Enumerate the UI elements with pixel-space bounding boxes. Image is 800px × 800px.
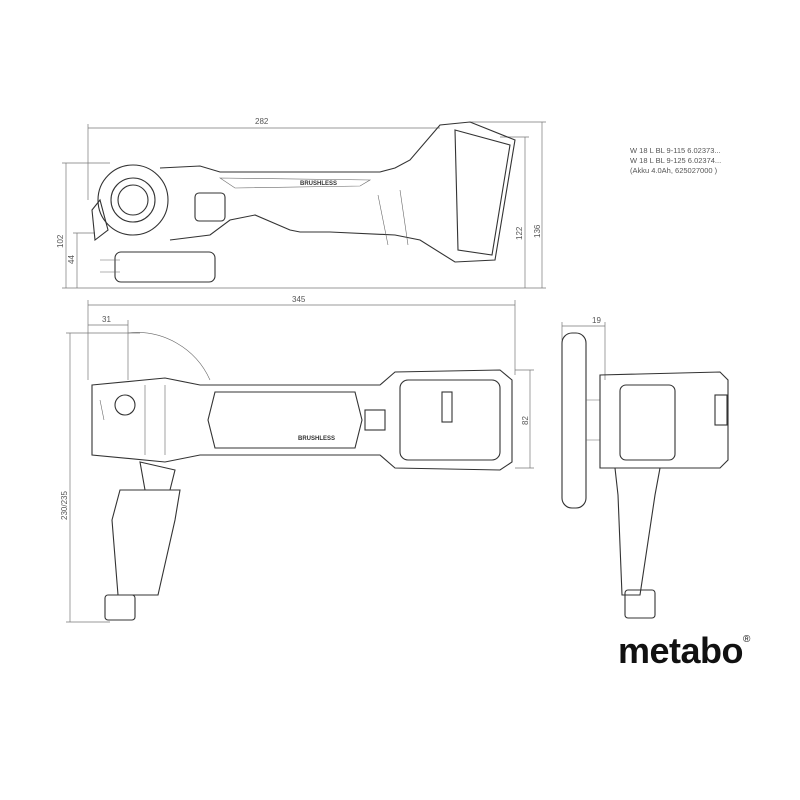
dim-102: 102: [56, 234, 65, 248]
dim-31: 31: [102, 315, 111, 324]
metabo-logo: metabo®: [618, 630, 750, 672]
front-view-grinder: 19: [561, 316, 729, 619]
logo-text: metabo: [618, 630, 744, 671]
logo-registered-mark: ®: [743, 634, 750, 645]
brushless-label-top: BRUSHLESS: [298, 436, 335, 442]
dim-19: 19: [592, 316, 601, 325]
model-line-1: W 18 L BL 9-115 6.02373...: [630, 146, 721, 155]
dim-122: 122: [515, 226, 524, 240]
top-view-dimensions: 345 31 230/235 82: [60, 295, 534, 623]
top-view-grinder: BRUSHLESS: [91, 332, 513, 621]
model-info: W 18 L BL 9-115 6.02373... W 18 L BL 9-1…: [630, 146, 721, 176]
dim-282: 282: [255, 117, 269, 126]
dim-44: 44: [67, 255, 76, 264]
side-view-grinder: BRUSHLESS: [91, 121, 516, 283]
dim-230-235: 230/235: [60, 491, 69, 520]
brushless-label-side: BRUSHLESS: [300, 181, 337, 187]
dim-136: 136: [533, 224, 542, 238]
model-line-2: W 18 L BL 9-125 6.02374...: [630, 156, 722, 165]
dim-82: 82: [521, 416, 530, 425]
dim-345: 345: [292, 295, 306, 304]
side-view-dimensions: 282 102 44 122 136: [56, 117, 546, 289]
battery-info: (Akku 4.0Ah, 625027000 ): [630, 166, 718, 175]
